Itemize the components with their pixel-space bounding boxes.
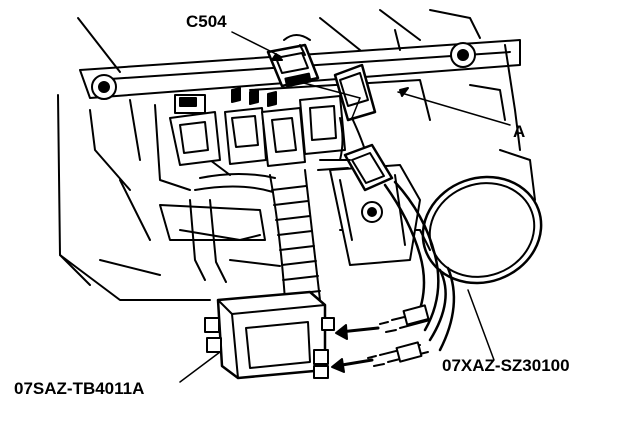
leader-lines bbox=[179, 31, 511, 383]
insertion-arrows bbox=[331, 324, 380, 373]
callout-a: A bbox=[513, 122, 526, 141]
relay-cluster bbox=[169, 87, 346, 167]
engine-block bbox=[159, 164, 421, 266]
test-harness-coil bbox=[383, 175, 543, 352]
connector-c504 bbox=[266, 34, 320, 88]
callout-test-harness: 07XAZ-SZ30100 bbox=[442, 356, 570, 375]
connector-a bbox=[333, 63, 377, 161]
c504-arrowhead bbox=[271, 53, 283, 61]
test-probes bbox=[367, 304, 431, 367]
callout-c504: C504 bbox=[186, 12, 227, 31]
wire-loom bbox=[189, 169, 321, 301]
harness-plug bbox=[317, 143, 394, 192]
callout-test-box: 07SAZ-TB4011A bbox=[14, 379, 145, 398]
a-arrowhead bbox=[399, 87, 409, 97]
test-box bbox=[204, 290, 335, 380]
pointer-arrows bbox=[299, 81, 361, 119]
